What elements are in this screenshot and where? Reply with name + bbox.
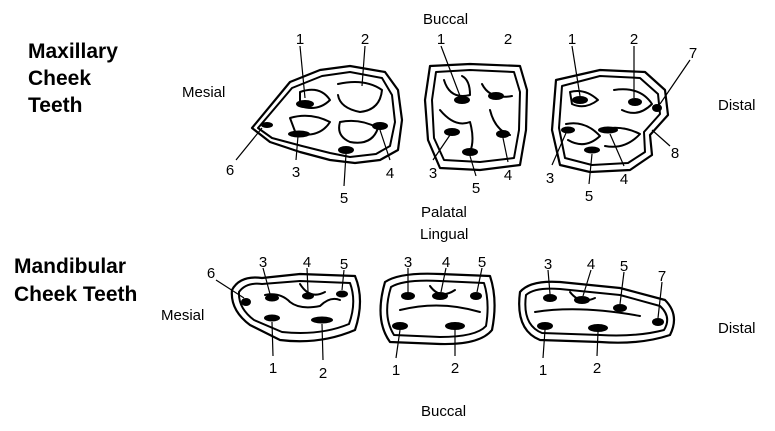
mandibular-tooth-1 <box>230 272 362 343</box>
maxillary-title-2: Cheek <box>28 67 91 90</box>
mand-t2-cusp-2: 2 <box>451 360 459 377</box>
max-t3-cusp-5: 5 <box>585 188 593 205</box>
max-t3-cusp-7: 7 <box>689 45 697 62</box>
max-t2-cusp-1: 1 <box>437 31 445 48</box>
max-t1-cusp-4: 4 <box>386 165 394 182</box>
mand-t2-cusp-1: 1 <box>392 362 400 379</box>
mand-t2-cusp-3: 3 <box>404 254 412 271</box>
maxillary-title-3: Teeth <box>28 94 82 117</box>
max-t1-cusp-5: 5 <box>340 190 348 207</box>
max-t1-cusp-2: 2 <box>361 31 369 48</box>
label-lingual: Lingual <box>420 226 468 243</box>
leader-lines <box>215 45 691 361</box>
label-distal-mand: Distal <box>718 320 756 337</box>
max-t1-cusp-6: 6 <box>226 162 234 179</box>
mandibular-title-1: Mandibular <box>14 255 126 278</box>
mand-t1-cusp-4: 4 <box>303 254 311 271</box>
max-t2-cusp-5: 5 <box>472 180 480 197</box>
mand-t3-cusp-5: 5 <box>620 258 628 275</box>
max-t1-cusp-1: 1 <box>296 31 304 48</box>
label-buccal-bottom: Buccal <box>421 403 466 420</box>
maxillary-tooth-2 <box>423 62 529 172</box>
max-t2-cusp-2: 2 <box>504 31 512 48</box>
max-t1-cusp-3: 3 <box>292 164 300 181</box>
max-t3-cusp-8: 8 <box>671 145 679 162</box>
mandibular-tooth-2 <box>379 272 496 346</box>
max-t2-cusp-3: 3 <box>429 165 437 182</box>
label-buccal-top: Buccal <box>423 11 468 28</box>
mand-t1-cusp-1: 1 <box>269 360 277 377</box>
mand-t1-cusp-5: 5 <box>340 256 348 273</box>
mand-t2-cusp-4: 4 <box>442 254 450 271</box>
max-t3-cusp-1: 1 <box>568 31 576 48</box>
mand-t3-cusp-2: 2 <box>593 360 601 377</box>
label-mesial-max: Mesial <box>182 84 225 101</box>
max-t3-cusp-3: 3 <box>546 170 554 187</box>
mand-t1-cusp-6: 6 <box>207 265 215 282</box>
max-t3-cusp-2: 2 <box>630 31 638 48</box>
mand-t3-cusp-7: 7 <box>658 268 666 285</box>
mand-t3-cusp-4: 4 <box>587 256 595 273</box>
max-t3-cusp-4: 4 <box>620 171 628 188</box>
maxillary-title-1: Maxillary <box>28 40 118 63</box>
mand-t2-cusp-5: 5 <box>478 254 486 271</box>
mand-t1-cusp-3: 3 <box>259 254 267 271</box>
mandibular-tooth-3 <box>518 280 676 344</box>
maxillary-tooth-1 <box>250 64 404 165</box>
mandibular-title-2: Cheek Teeth <box>14 283 137 306</box>
maxillary-tooth-3 <box>550 68 670 174</box>
max-t2-cusp-4: 4 <box>504 167 512 184</box>
mand-t3-cusp-1: 1 <box>539 362 547 379</box>
label-distal-max: Distal <box>718 97 756 114</box>
label-palatal: Palatal <box>421 204 467 221</box>
mand-t3-cusp-3: 3 <box>544 256 552 273</box>
mand-t1-cusp-2: 2 <box>319 365 327 382</box>
label-mesial-mand: Mesial <box>161 307 204 324</box>
